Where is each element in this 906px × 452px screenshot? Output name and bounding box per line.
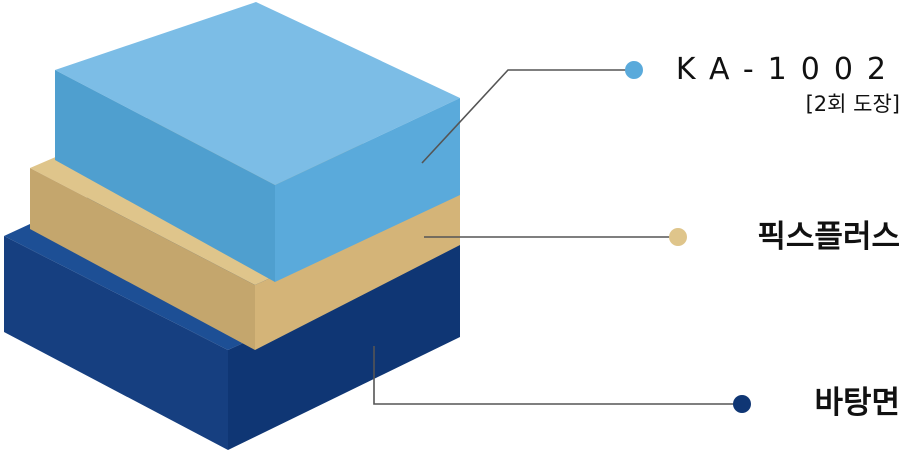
coating-label: KA-1002 [675,52,900,87]
substrate-left-face [4,236,228,450]
coating-left-face [55,70,275,282]
coating-top-face [55,2,460,185]
substrate-leader-dot [733,395,751,413]
coating-right-face [275,98,460,282]
substrate-label: 바탕면 [814,385,900,421]
coating-leader-dot [625,61,643,79]
coating-layer [55,2,460,282]
primer-leader-dot [669,228,687,246]
primer-right-face [255,192,460,350]
coating-sublabel: [2회 도장] [805,92,900,116]
primer-label: 픽스플러스 [757,219,900,255]
substrate-leader-line [373,346,742,405]
coating-leader-line [421,69,634,164]
primer-left-face [30,168,255,350]
substrate-right-face [228,243,460,450]
